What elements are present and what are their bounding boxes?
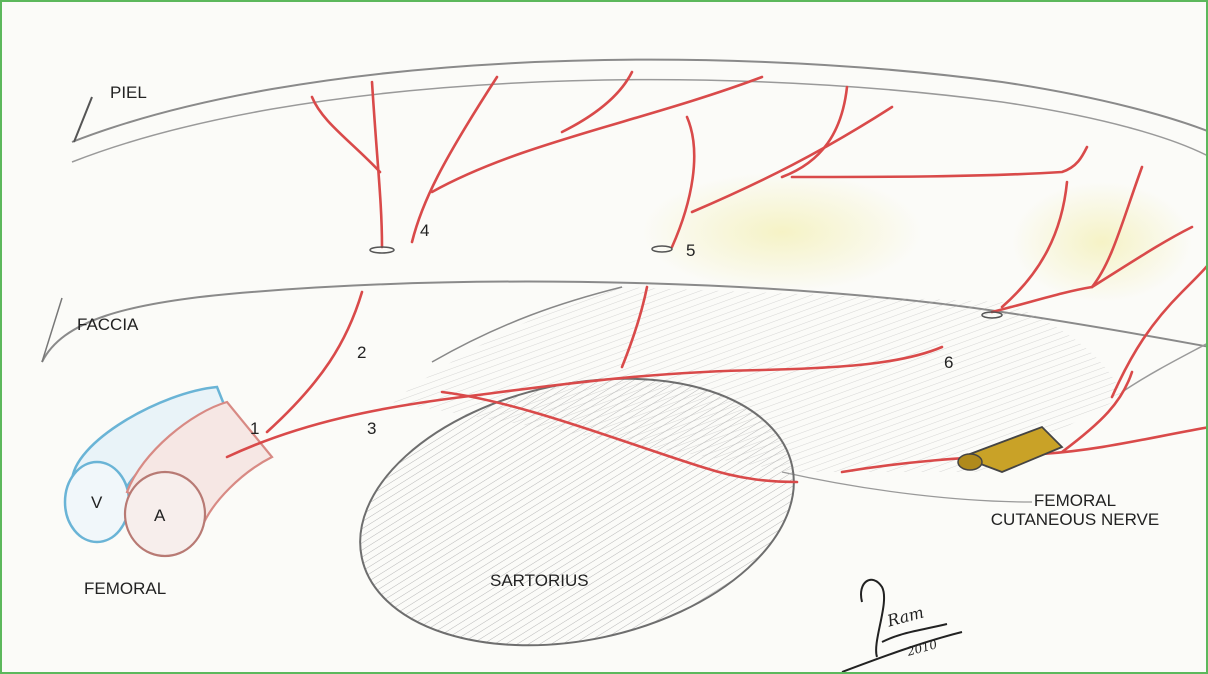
- nerve-section: [958, 454, 982, 470]
- nerve-label-line2: CUTANEOUS NERVE: [960, 511, 1190, 530]
- vein-label: V: [91, 494, 102, 513]
- branch-number-1: 1: [250, 420, 259, 439]
- branch-2: [267, 292, 362, 432]
- femoral-label: FEMORAL: [84, 580, 166, 599]
- branch-5-twig: [792, 147, 1087, 177]
- branch-4-twig: [412, 77, 497, 242]
- branch-number-6: 6: [944, 354, 953, 373]
- branch-4-twig: [432, 77, 762, 192]
- branch-5-twig: [782, 87, 847, 177]
- yellow-wash: [642, 172, 922, 292]
- fascia-edge-mark: [42, 298, 62, 362]
- skin-inner-line: [72, 80, 1208, 162]
- branch-number-3: 3: [367, 420, 376, 439]
- nerve-label-line1: FEMORAL: [960, 492, 1190, 511]
- branch-number-4: 4: [420, 222, 429, 241]
- fascia-right-edge: [1122, 342, 1208, 392]
- sartorius-label: SARTORIUS: [490, 572, 589, 591]
- artery-label: A: [154, 507, 165, 526]
- fascia-label: FACCIA: [77, 316, 138, 335]
- branch-4-twig: [312, 97, 380, 172]
- branch-number-5: 5: [686, 242, 695, 261]
- nerve-label: FEMORAL CUTANEOUS NERVE: [960, 492, 1190, 529]
- branch-number-2: 2: [357, 344, 366, 363]
- skin-label: PIEL: [110, 84, 147, 103]
- skin-outer-line: [72, 60, 1208, 142]
